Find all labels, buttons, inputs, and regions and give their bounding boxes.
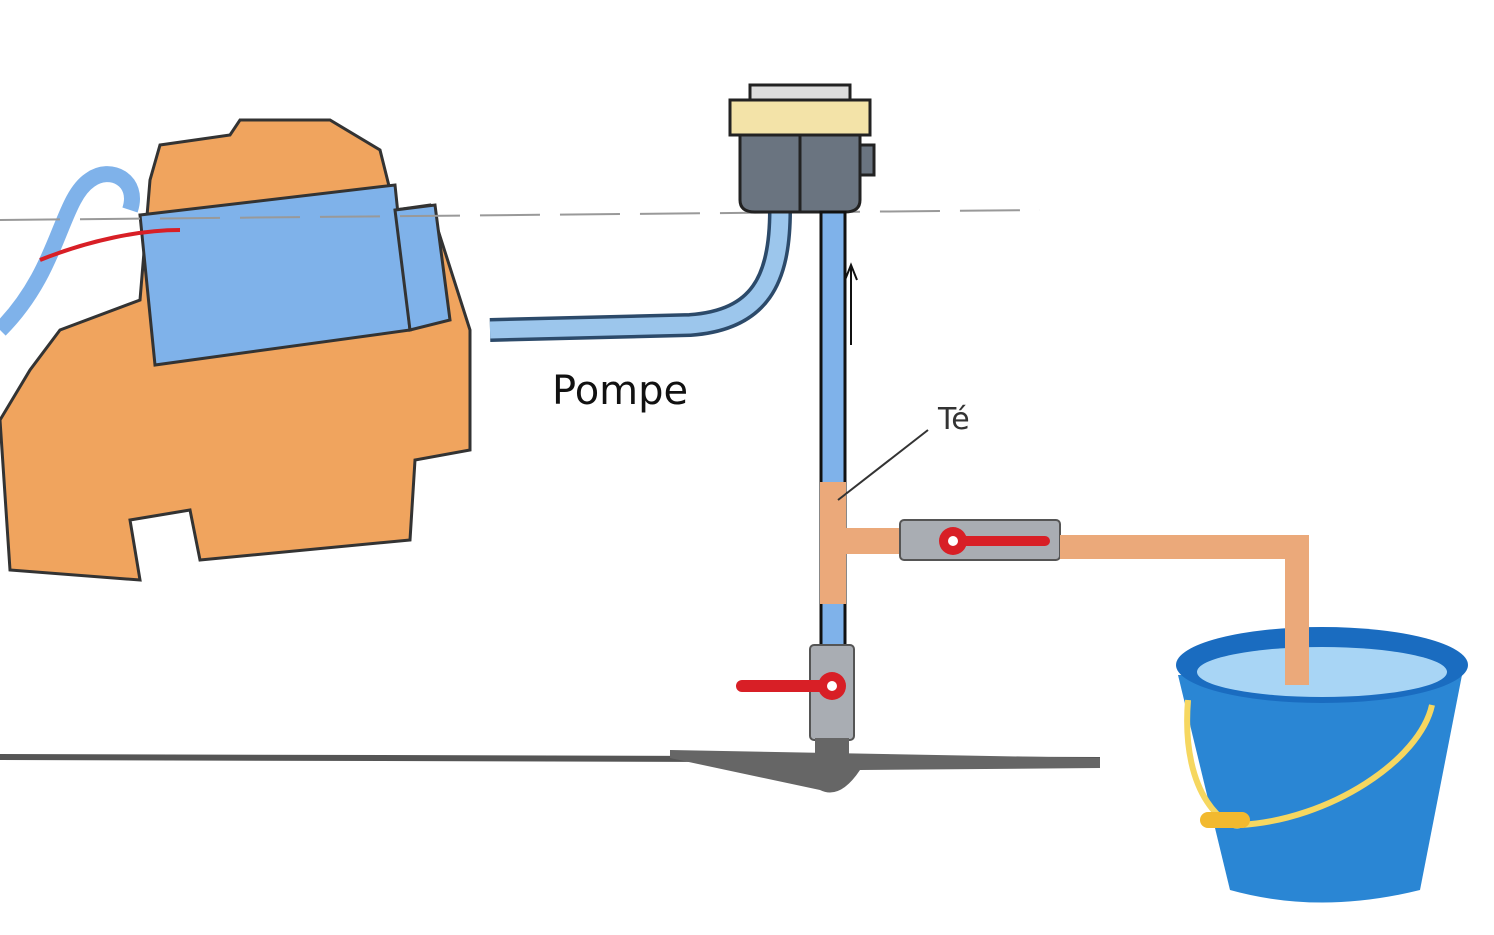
engine (0, 118, 472, 582)
tee-leader-line (837, 429, 929, 501)
horizontal-valve[interactable] (899, 519, 1061, 561)
pump-label: Pompe (552, 368, 689, 414)
waterline (0, 209, 1041, 221)
lower-valve[interactable] (736, 644, 855, 741)
tee-label: Té (938, 402, 970, 437)
water-strainer (728, 83, 876, 214)
intake-hose (0, 166, 181, 336)
flow-arrow-icon (844, 262, 858, 281)
tee-fitting (820, 482, 902, 604)
hull (0, 738, 1101, 793)
bucket (1176, 627, 1468, 903)
